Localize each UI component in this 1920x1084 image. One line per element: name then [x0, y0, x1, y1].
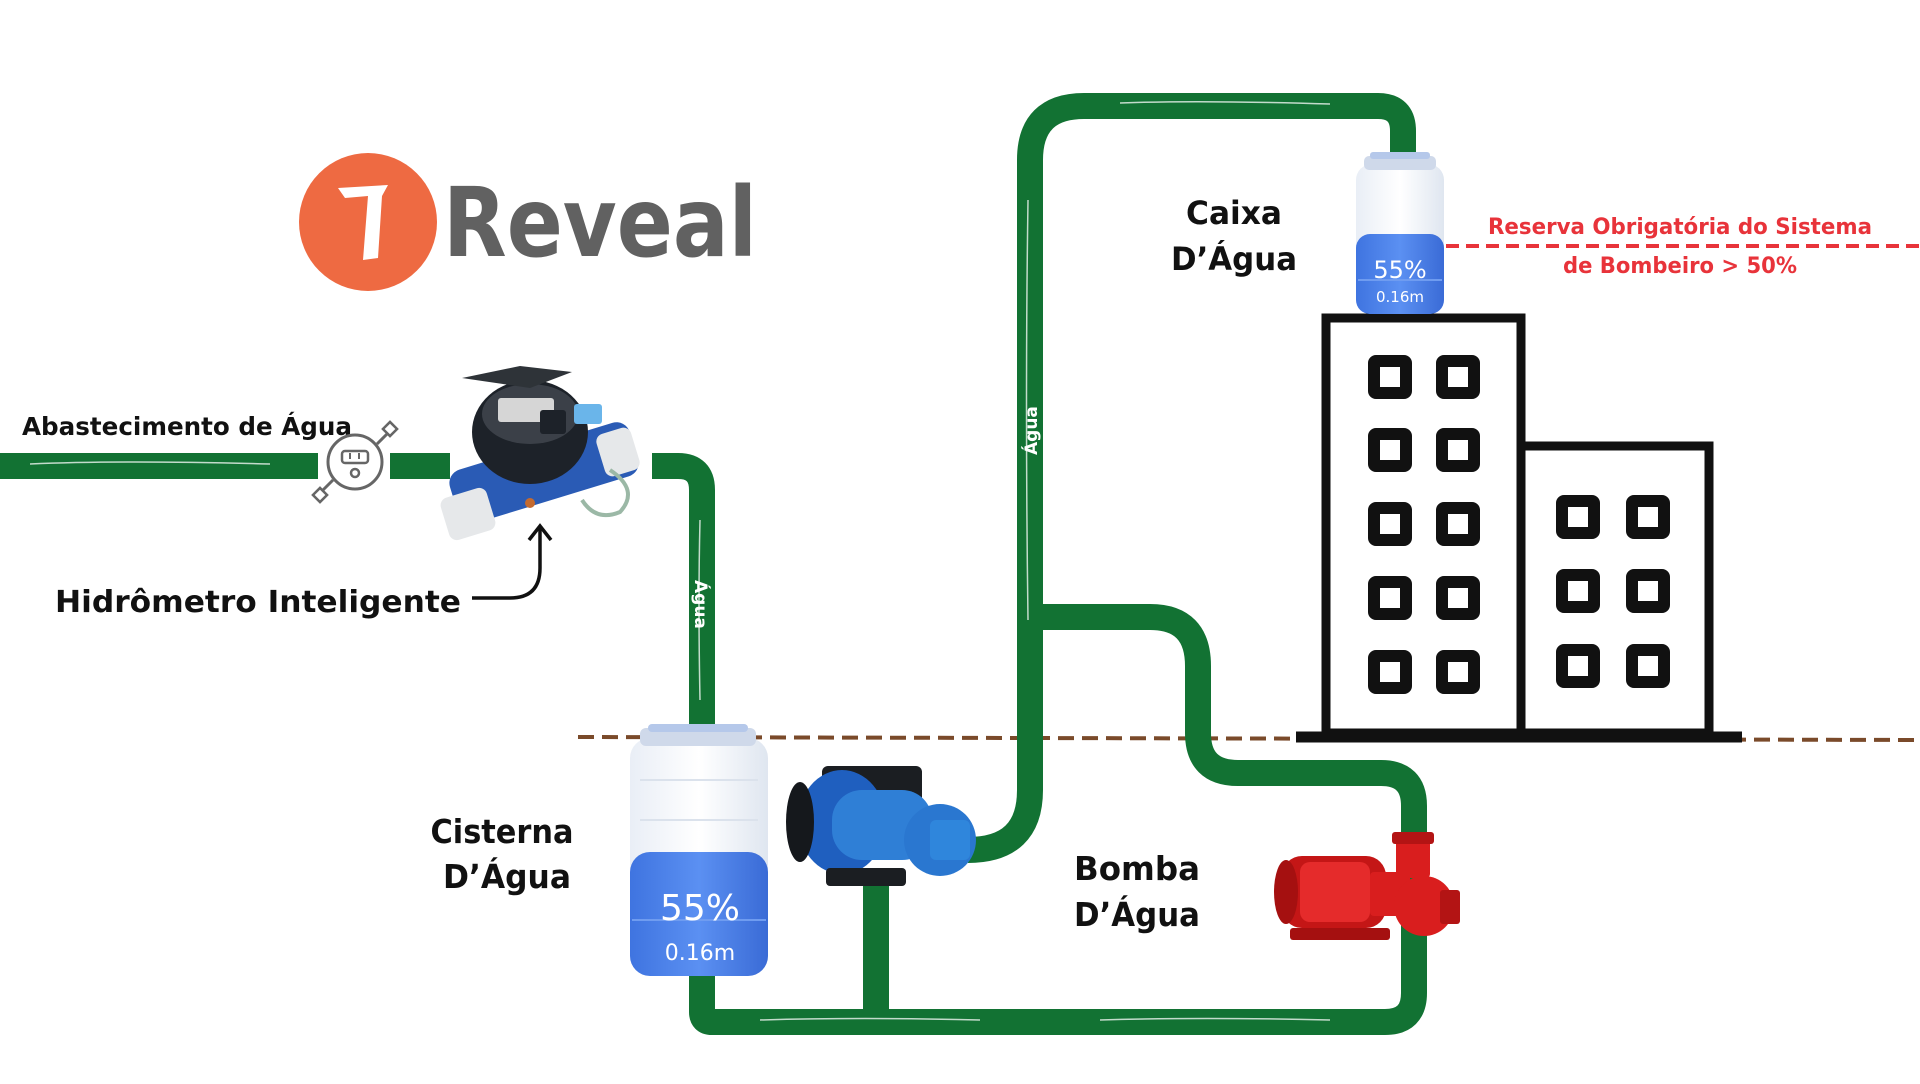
pipe-label-riser: Água	[1020, 406, 1042, 455]
pipe-label-cistern: Água	[690, 580, 712, 629]
cistern-level-percent: 55%	[660, 888, 740, 929]
tank-label-line1: Caixa	[1186, 194, 1282, 232]
building-tower	[1321, 313, 1526, 738]
window	[1436, 502, 1480, 546]
smart-meter-device	[440, 366, 640, 541]
window	[1626, 644, 1670, 688]
window	[1368, 355, 1412, 399]
window	[1556, 495, 1600, 539]
pipe-highlight	[759, 1017, 981, 1021]
meter-arrow	[472, 528, 542, 600]
pipe-highlight	[1119, 100, 1331, 105]
window	[1436, 428, 1480, 472]
reserve-label-line1: Reserva Obrigatória do Sistema	[1488, 215, 1872, 240]
reveal-logo: Reveal	[299, 153, 757, 291]
building	[1321, 313, 1714, 738]
window	[1556, 644, 1600, 688]
rooftop-tank	[1356, 152, 1444, 314]
window	[1436, 576, 1480, 620]
meter-arrowhead	[527, 523, 553, 542]
pipe-highlight	[1025, 199, 1029, 621]
meter-to-cistern-pipe	[652, 453, 715, 728]
window	[1368, 428, 1412, 472]
meter-icon	[311, 420, 399, 504]
pipe-network	[0, 93, 1427, 1035]
window	[1368, 576, 1412, 620]
fire-pump	[1274, 832, 1460, 940]
tank-level-height: 0.16m	[1376, 288, 1424, 306]
pipe-highlight	[698, 519, 701, 701]
reserve-label-line2: de Bombeiro > 50%	[1563, 254, 1797, 279]
meter-label: Hidrômetro Inteligente	[55, 585, 461, 620]
cistern-label-line2: D’Água	[443, 856, 571, 896]
pump-label-line1: Bomba	[1074, 849, 1200, 888]
cistern-label-line1: Cisterna	[431, 812, 574, 851]
building-windows	[1368, 355, 1670, 694]
window	[1368, 502, 1412, 546]
logo-text: Reveal	[443, 167, 757, 279]
cistern-level-height: 0.16m	[665, 941, 735, 966]
cistern-water-fill	[630, 852, 768, 976]
pipe-highlight	[29, 461, 271, 465]
blue-pump	[786, 766, 976, 886]
window	[1368, 650, 1412, 694]
tank-label-line2: D’Água	[1171, 240, 1297, 278]
logo-mark-glyph	[338, 185, 388, 260]
window	[1626, 569, 1670, 613]
building-annex	[1516, 441, 1714, 738]
cistern-tank	[630, 724, 768, 976]
pump-label-line2: D’Água	[1074, 894, 1200, 934]
window	[1626, 495, 1670, 539]
cistern-bottom-pipe	[689, 604, 1427, 1035]
pipe-highlight	[1099, 1017, 1331, 1021]
window	[1436, 650, 1480, 694]
window	[1436, 355, 1480, 399]
riser-pipe	[967, 93, 1416, 863]
pipe-highlights	[29, 100, 1331, 1021]
window	[1556, 569, 1600, 613]
tank-water-fill	[1356, 234, 1444, 314]
tank-level-percent: 55%	[1373, 256, 1426, 284]
supply-label: Abastecimento de Água	[22, 412, 352, 441]
